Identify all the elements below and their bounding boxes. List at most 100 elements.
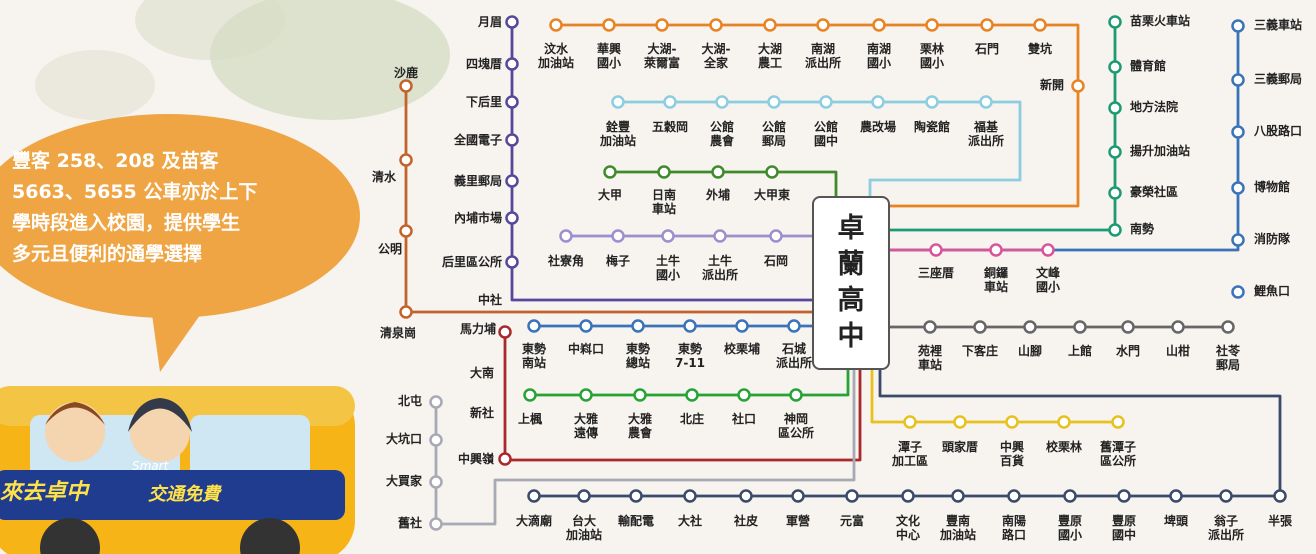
- stop-marker: [1219, 489, 1233, 503]
- stop-marker: [925, 95, 939, 109]
- stop-label-lb4: 公館 郵局: [761, 120, 786, 148]
- stop-marker: [523, 388, 537, 402]
- stop-label-dr_danan: 大南: [469, 366, 494, 380]
- stop-label-gl_damaijia: 大買家: [385, 474, 422, 488]
- stop-label-y5: 舊潭子 區公所: [1099, 440, 1136, 468]
- stop-label-o5: 大湖 農工: [757, 42, 782, 70]
- stop-marker: [903, 415, 917, 429]
- stop-label-n14: 翁子 派出所: [1207, 514, 1244, 542]
- stop-label-o2: 華興 國小: [596, 42, 621, 70]
- route-line-purple: [510, 22, 812, 302]
- stop-label-t2: 體育館: [1130, 59, 1167, 73]
- stop-label-y1: 潭子 加工區: [891, 440, 928, 468]
- stop-marker: [925, 18, 939, 32]
- stop-marker: [633, 388, 647, 402]
- stop-label-b5: 消防隊: [1254, 232, 1291, 246]
- stop-label-p_quanguodianzi: 全國電子: [453, 133, 502, 147]
- stop-marker: [951, 489, 965, 503]
- route-line-darkred: [503, 332, 862, 462]
- route-line-graylight: [434, 366, 856, 526]
- stop-label-lv4: 土牛 派出所: [701, 254, 738, 282]
- stop-marker: [1111, 415, 1125, 429]
- stop-marker: [579, 319, 593, 333]
- stop-label-n8: 文化 中心: [895, 514, 920, 542]
- stop-marker: [953, 415, 967, 429]
- stop-marker: [739, 489, 753, 503]
- stop-label-o4: 大湖- 全家: [701, 42, 731, 70]
- stop-label-b6: 鯉魚口: [1254, 284, 1291, 298]
- stop-label-bl3: 東勢 總站: [625, 342, 650, 370]
- stop-marker: [787, 319, 801, 333]
- stop-marker: [505, 95, 519, 109]
- stop-label-o_xinkai: 新開: [1039, 78, 1064, 92]
- stop-marker: [845, 489, 859, 503]
- stop-marker: [816, 18, 830, 32]
- stop-label-lm5: 社口: [731, 412, 756, 426]
- stop-marker: [549, 18, 563, 32]
- stop-marker: [791, 489, 805, 503]
- stop-marker: [1063, 489, 1077, 503]
- stop-marker: [1231, 285, 1245, 299]
- stop-marker: [505, 211, 519, 225]
- stop-label-o8: 栗林 國小: [919, 42, 944, 70]
- stop-marker: [923, 320, 937, 334]
- stop-label-gr6: 山柑: [1165, 344, 1190, 358]
- stop-marker: [611, 95, 625, 109]
- stop-label-n6: 軍營: [785, 514, 810, 528]
- stop-label-gr3: 山腳: [1017, 344, 1042, 358]
- stop-marker: [1273, 489, 1287, 503]
- stop-marker: [1005, 415, 1019, 429]
- stop-label-o9: 石門: [974, 42, 999, 56]
- stop-marker: [629, 489, 643, 503]
- bus-free-label: 交通免費: [148, 484, 220, 505]
- hub-char: 卓: [837, 213, 865, 244]
- stop-marker: [1231, 233, 1245, 247]
- stop-marker: [1023, 320, 1037, 334]
- stop-marker: [1108, 101, 1122, 115]
- stop-marker: [929, 243, 943, 257]
- stop-label-sh_gongming: 公明: [377, 242, 402, 256]
- stop-marker: [683, 319, 697, 333]
- stop-label-p_zhongshe: 中社: [477, 293, 502, 307]
- stop-label-g4: 大甲東: [753, 188, 790, 202]
- stop-label-pk2: 銅鑼 車站: [983, 266, 1008, 294]
- stop-marker: [399, 224, 413, 238]
- stop-label-p_houliqugongsuo: 后里區公所: [441, 255, 502, 269]
- stop-marker: [735, 319, 749, 333]
- stop-marker: [1121, 320, 1135, 334]
- stop-label-n4: 大社: [677, 514, 702, 528]
- stop-marker: [429, 517, 443, 531]
- stop-label-n1: 大滴廟: [515, 514, 552, 528]
- stop-marker: [973, 320, 987, 334]
- route-line-lightblue: [618, 100, 1022, 196]
- stop-marker: [505, 133, 519, 147]
- stop-marker: [399, 305, 413, 319]
- stop-label-n10: 南陽 路口: [1001, 514, 1026, 542]
- stop-label-n13: 埤頭: [1163, 514, 1188, 528]
- stop-marker: [498, 325, 512, 339]
- bus-slogan: 來去卓中: [0, 480, 89, 505]
- stop-marker: [1108, 186, 1122, 200]
- stop-label-lm2: 大雅 遠傳: [573, 412, 598, 440]
- stop-marker: [1169, 489, 1183, 503]
- stop-marker: [1231, 125, 1245, 139]
- stop-marker: [901, 489, 915, 503]
- stop-label-b3: 八股路口: [1254, 124, 1303, 138]
- info-bubble-text: 豐客 258、208 及苗客 5663、5655 公車亦於上下 學時段進入校園，…: [12, 150, 258, 265]
- stop-label-gl_jiushe: 舊社: [397, 516, 422, 530]
- stop-label-gr7: 社苓 郵局: [1215, 344, 1240, 372]
- stop-marker: [979, 95, 993, 109]
- stop-label-n2: 台大 加油站: [565, 514, 602, 542]
- stop-label-p_xiahoucuo: 下后里: [465, 95, 502, 109]
- stop-marker: [505, 15, 519, 29]
- stop-marker: [763, 18, 777, 32]
- stop-marker: [789, 388, 803, 402]
- leaf-decoration: [35, 50, 155, 120]
- stop-marker: [1108, 145, 1122, 159]
- stop-marker: [871, 95, 885, 109]
- stop-label-lv2: 梅子: [605, 254, 630, 268]
- stop-marker: [505, 255, 519, 269]
- stop-label-n5: 社皮: [733, 514, 758, 528]
- hub-char: 蘭: [837, 249, 865, 280]
